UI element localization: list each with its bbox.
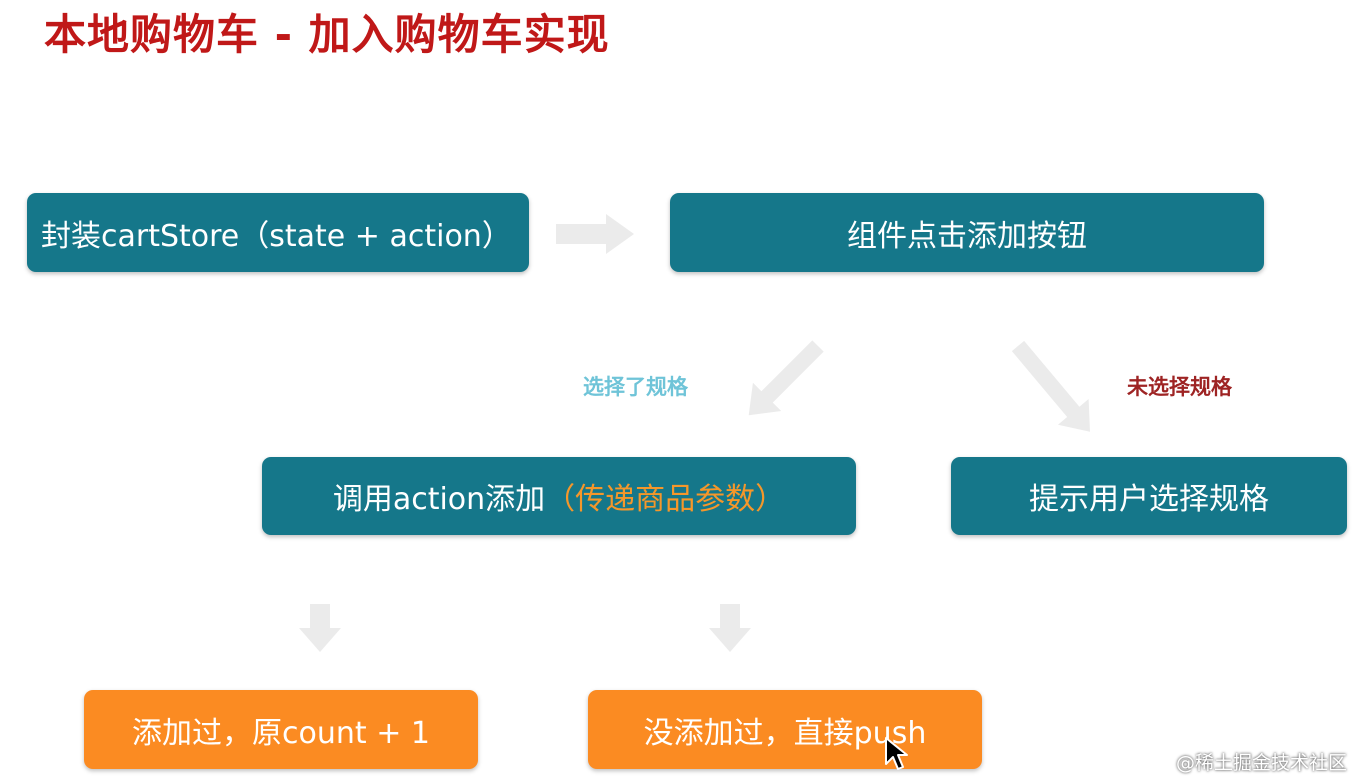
mouse-pointer-icon	[885, 737, 908, 770]
encapsulate-cartstore-box: 封装cartStore（state + action）	[27, 193, 529, 272]
arrow-down-right-branch-icon	[709, 604, 751, 652]
arrow-right-icon	[556, 214, 634, 254]
page-title: 本地购物车 - 加入购物车实现	[44, 10, 610, 59]
arrow-down-left-branch-icon	[299, 604, 341, 652]
added-before-box: 添加过，原count + 1	[84, 690, 478, 769]
call-action-label: 调用action添加	[332, 482, 546, 517]
not-selected-spec-label: 未选择规格	[1127, 375, 1232, 399]
arrow-down-right-icon	[1011, 340, 1090, 432]
component-click-box: 组件点击添加按钮	[670, 193, 1264, 272]
not-added-box: 没添加过，直接push	[588, 690, 982, 769]
call-action-box: 调用action添加（传递商品参数）	[262, 457, 856, 535]
not-added-label: 没添加过，直接push	[643, 715, 927, 751]
call-action-param-label: （传递商品参数）	[545, 482, 786, 517]
prompt-user-label: 提示用户选择规格	[1029, 482, 1269, 517]
arrow-down-left-icon	[748, 340, 824, 416]
selected-spec-label: 选择了规格	[583, 375, 688, 399]
watermark: @稀土掘金技术社区	[1175, 752, 1347, 774]
added-before-label: 添加过，原count + 1	[132, 715, 430, 751]
prompt-user-box: 提示用户选择规格	[951, 457, 1347, 535]
component-click-label: 组件点击添加按钮	[847, 218, 1087, 254]
encapsulate-cartstore-label: 封装cartStore（state + action）	[41, 218, 512, 254]
